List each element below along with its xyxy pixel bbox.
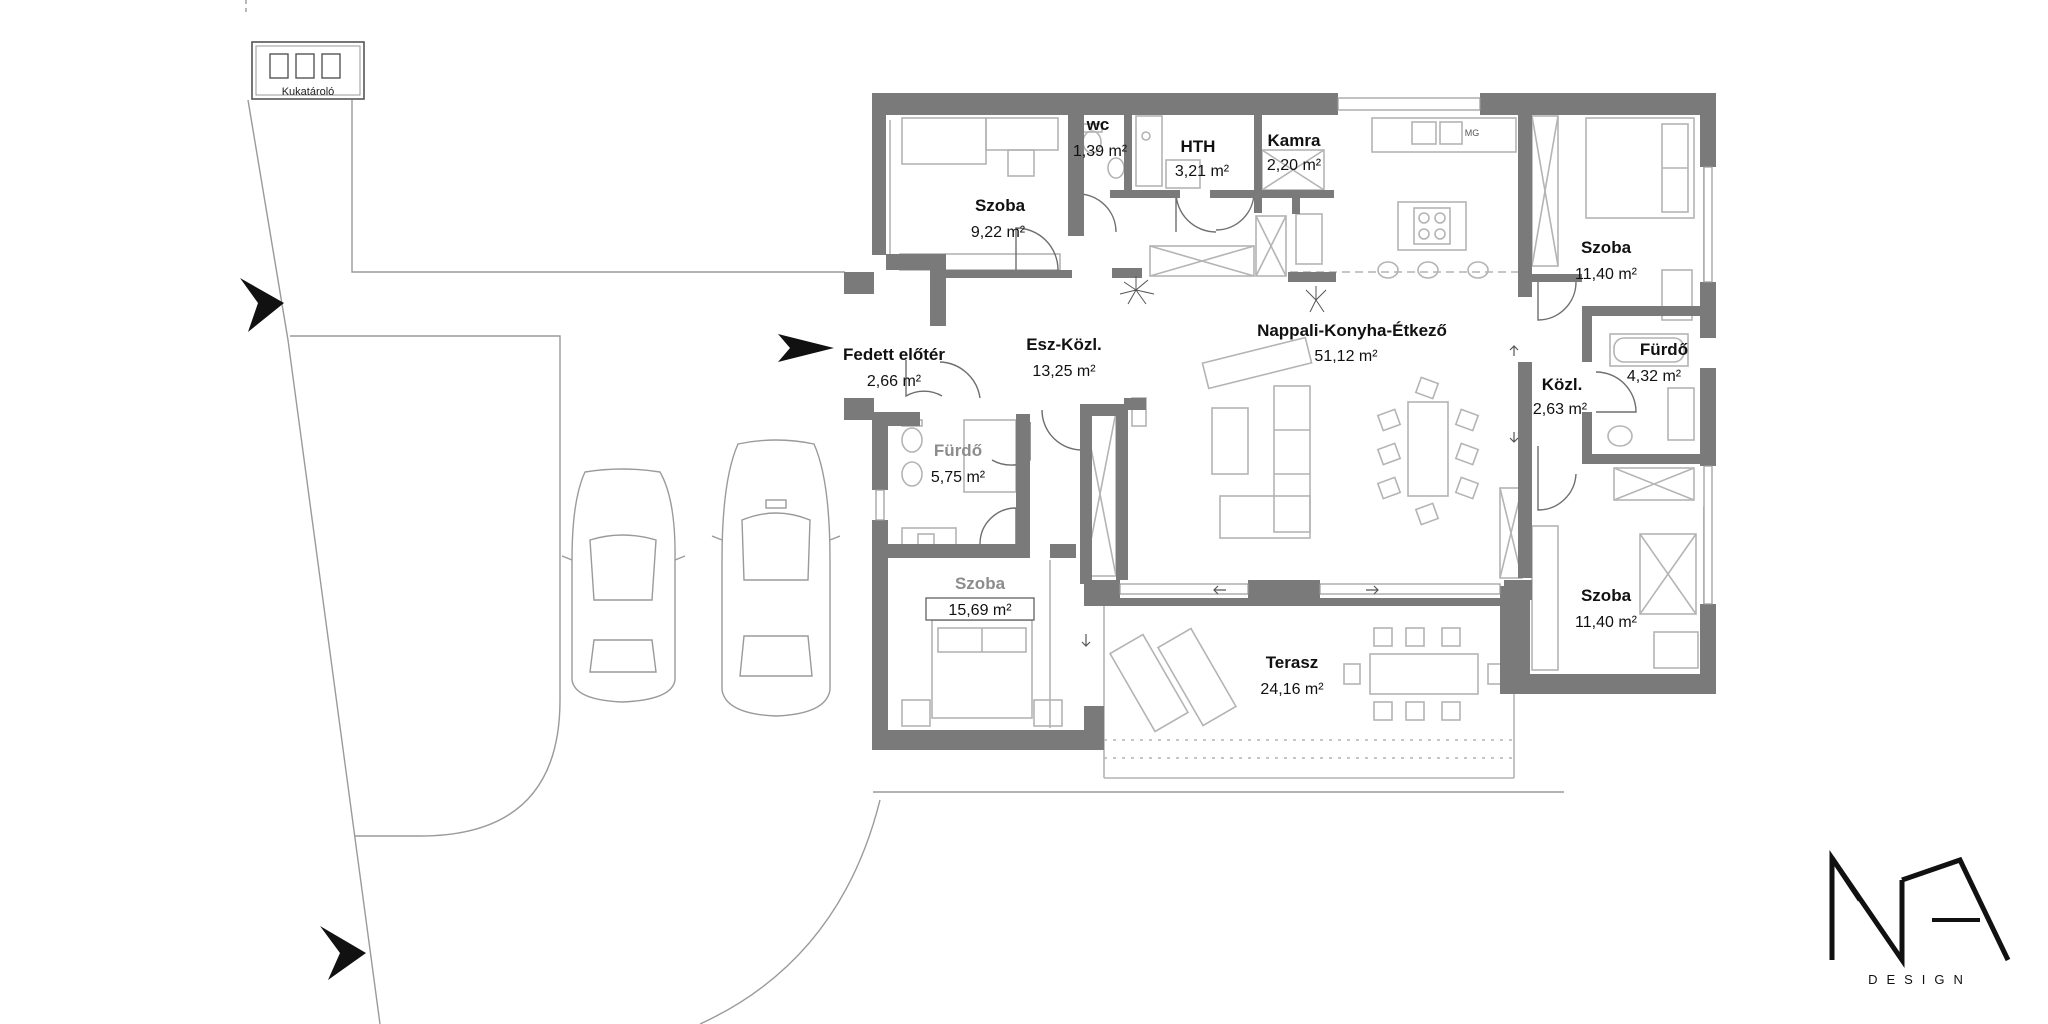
room-name: Kamra [1268, 131, 1321, 150]
room-area: 4,32 m² [1627, 368, 1682, 385]
na-design-logo: DESIGN [1829, 849, 2011, 987]
room-name: Szoba [1581, 238, 1632, 257]
room-name: Szoba [1581, 586, 1632, 605]
entry-arrow-icon [240, 278, 284, 332]
room-area: 2,63 m² [1533, 401, 1588, 418]
bin-storage [251, 41, 365, 100]
car-icon [561, 468, 686, 703]
room-name: Szoba [975, 196, 1026, 215]
plant-icon [1305, 286, 1327, 313]
room-area: 3,21 m² [1175, 163, 1230, 180]
room-name: wc [1086, 115, 1110, 134]
room-name: Közl. [1542, 375, 1583, 394]
entry-arrow-icon [778, 334, 834, 362]
room-area: 9,22 m² [971, 224, 1026, 241]
room-area: 15,69 m² [948, 602, 1012, 619]
room-name: Szoba [955, 574, 1006, 593]
room-name: Fedett előtér [843, 345, 945, 364]
walls [844, 93, 1716, 750]
room-name: Esz-Közl. [1026, 335, 1102, 354]
room-area: 2,66 m² [867, 373, 922, 390]
room-name: Fürdő [934, 441, 982, 460]
entry-arrow-icon [320, 926, 366, 980]
room-area: 1,39 m² [1073, 143, 1128, 160]
room-area: 5,75 m² [931, 469, 986, 486]
room-name: Nappali-Konyha-Étkező [1257, 321, 1447, 340]
direction-arrows [1081, 345, 1519, 647]
bin-storage-label: Kukatároló [282, 86, 335, 98]
car-icon [711, 439, 841, 717]
room-area: 2,20 m² [1267, 157, 1322, 174]
windows [875, 97, 1713, 605]
plant-icon [1119, 276, 1155, 305]
room-name: HTH [1181, 137, 1216, 156]
room-labels: Szoba 9,22 m² wc 1,39 m² HTH 3,21 m² Kam… [282, 86, 1688, 698]
room-name: Fürdő [1640, 340, 1688, 359]
room-area: 11,40 m² [1575, 266, 1638, 283]
room-area: 24,16 m² [1260, 681, 1324, 698]
fridge-label: MG [1465, 128, 1480, 138]
room-area: 11,40 m² [1575, 614, 1638, 631]
site-outline [245, 0, 1564, 1024]
room-name: Terasz [1266, 653, 1319, 672]
room-area: 51,12 m² [1314, 348, 1378, 365]
logo-subtitle: DESIGN [1868, 972, 1972, 987]
room-area: 13,25 m² [1032, 363, 1096, 380]
